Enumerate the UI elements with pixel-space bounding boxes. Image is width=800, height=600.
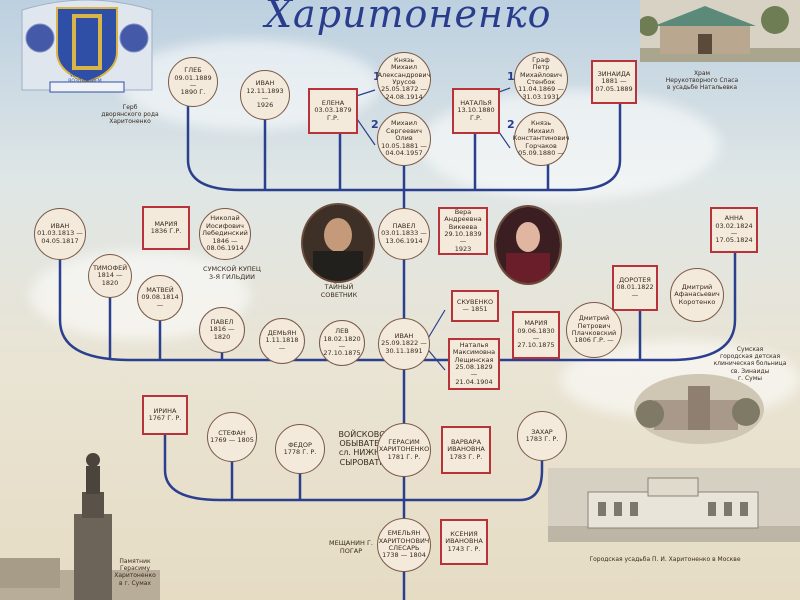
tree-branch-lower — [163, 420, 544, 502]
portrait-vera — [494, 205, 562, 285]
person-maria-1836[interactable]: МАРИЯ 1836 Г.Р. — [142, 206, 190, 250]
person-zinaida[interactable]: ЗИНАИДА 1881 — 07.05.1889 — [591, 60, 637, 104]
monument-photo — [0, 440, 160, 600]
hospital-caption: Сумская городская детская клиническая бо… — [713, 346, 787, 382]
person-natalia[interactable]: НАТАЛЬЯ 13.10.1880 Г.Р. — [452, 88, 500, 134]
person-ivan-1893[interactable]: ИВАН 12.11.1893 — 1926 — [240, 70, 290, 120]
person-demyan[interactable]: ДЕМЬЯН 1.11.1818 — — [259, 318, 305, 364]
person-pavel-1816[interactable]: ПАВЕЛ 1816 — 1820 — [199, 307, 245, 353]
person-vera[interactable]: Вера Андреевна Викеева 29.10.1839 — 1923 — [438, 207, 488, 255]
marriage-number: 1 — [507, 70, 515, 83]
marriage-number: 2 — [371, 118, 379, 131]
person-ivan-1813[interactable]: ИВАН 01.03.1813 — 04.05.1817 — [34, 208, 86, 260]
person-skuvenko[interactable]: СКУВЕНКО — 1851 — [451, 290, 499, 322]
note-pogar: МЕЩАНИН Г. ПОГАР — [328, 539, 373, 555]
church-photo — [640, 0, 800, 62]
manor-caption: Городская усадьба П. И. Харитоненко в Мо… — [589, 556, 741, 563]
person-lebedinsky[interactable]: Николай Иосифович Лебединский 1846 — 08.… — [199, 208, 251, 260]
marriage-number: 2 — [507, 118, 515, 131]
person-varvara[interactable]: ВАРВАРА ИВАНОВНА 1783 Г. Р. — [441, 426, 491, 474]
person-anna[interactable]: АННА 03.02.1824 — 17.05.1824 — [710, 207, 758, 253]
person-plachkovsky[interactable]: Дмитрий Петрович Плачковский 1806 Г.Р. — — [566, 302, 622, 358]
person-elena[interactable]: ЕЛЕНА 03.03.1879 Г.Р. — [308, 88, 358, 134]
person-zakhar[interactable]: ЗАХАР 1783 Г. Р. — [517, 411, 567, 461]
portrait-pavel — [301, 203, 375, 283]
manor-photo — [548, 468, 800, 542]
person-gerasim[interactable]: ГЕРАСИМ ХАРИТОНЕНКО 1781 Г. Р. — [377, 423, 431, 477]
person-gleb[interactable]: ГЛЕБ 09.01.1889 — 1890 Г. — [168, 57, 218, 107]
person-ivan-1822[interactable]: ИВАН 25.09.1822 — 30.11.1891 — [378, 318, 430, 370]
coat-motto: УСЕРДИЕМ И ВОЗДЪЯНИЕМ — [68, 74, 102, 85]
person-pavel-1833[interactable]: ПАВЕЛ 03.01.1833 — 13.06.1914 — [378, 208, 430, 260]
page-title: Харитоненко — [265, 0, 552, 36]
tree-branch-middle — [58, 230, 737, 362]
coat-caption: Герб дворянского рода Харитоненко — [101, 104, 159, 126]
person-timofei[interactable]: ТИМОФЕЙ 1814 — 1820 — [88, 254, 132, 298]
person-ksenia[interactable]: КСЕНИЯ ИВАНОВНА 1743 Г. Р. — [440, 519, 488, 565]
person-urusov[interactable]: Князь Михаил Александрович Урусов 25.05.… — [377, 52, 431, 106]
person-emelyan[interactable]: ЕМЕЛЬЯН ХАРИТОНОВИЧ СЛЕСАРЬ 1738 — 1804 — [377, 518, 431, 572]
person-gorchakov[interactable]: Князь Михаил Константинович Горчаков 05.… — [513, 112, 569, 166]
marriage-number: 1 — [373, 70, 381, 83]
person-stepan[interactable]: СТЕФАН 1769 — 1805 — [207, 412, 257, 462]
person-natalia-leschinskaya[interactable]: Наталья Максимовна Лещинская 25.08.1829 … — [448, 338, 500, 390]
church-caption: Храм Нерукотворного Спаса в усадьбе Ната… — [665, 70, 739, 92]
tree-branch-top — [186, 90, 622, 192]
monument-caption: Памятник Герасиму Харитоненко в г. Сумах — [114, 558, 156, 587]
person-olive[interactable]: Михаил Сергеевич Олив 10.05.1881 — 04.04… — [377, 112, 431, 166]
person-irina[interactable]: ИРИНА 1767 Г. Р. — [142, 395, 188, 435]
note-merchant: СУМСКОЙ КУПЕЦ 3-Я ГИЛЬДИИ — [203, 265, 261, 281]
note-military-resident: ВОЙСКОВОЙ ОБЫВАТЕЛЬ сл. НИЖНЯЯ СЫРОВАТКА — [338, 430, 392, 467]
note-councillor: ТАЙНЫЙ СОВЕТНИК — [320, 283, 358, 299]
person-korotenko[interactable]: Дмитрий Афанасьевич Коротенко — [670, 268, 724, 322]
person-fedor[interactable]: ФЕДОР 1778 Г. Р. — [275, 424, 325, 474]
person-matvei[interactable]: МАТВЕЙ 09.08.1814 — — [137, 275, 183, 321]
person-stenbok[interactable]: Граф Петр Михайлович Стенбок 11.04.1869 … — [514, 52, 568, 106]
person-maria-1830[interactable]: МАРИЯ 09.06.1830 — 27.10.1875 — [512, 311, 560, 359]
coat-of-arms — [21, 0, 153, 93]
person-dorotea[interactable]: ДОРОТЕЯ 08.01.1822 — — [612, 265, 658, 311]
person-lev[interactable]: ЛЕВ 18.02.1820 — 27.10.1875 — [319, 320, 365, 366]
hospital-photo — [634, 374, 764, 444]
